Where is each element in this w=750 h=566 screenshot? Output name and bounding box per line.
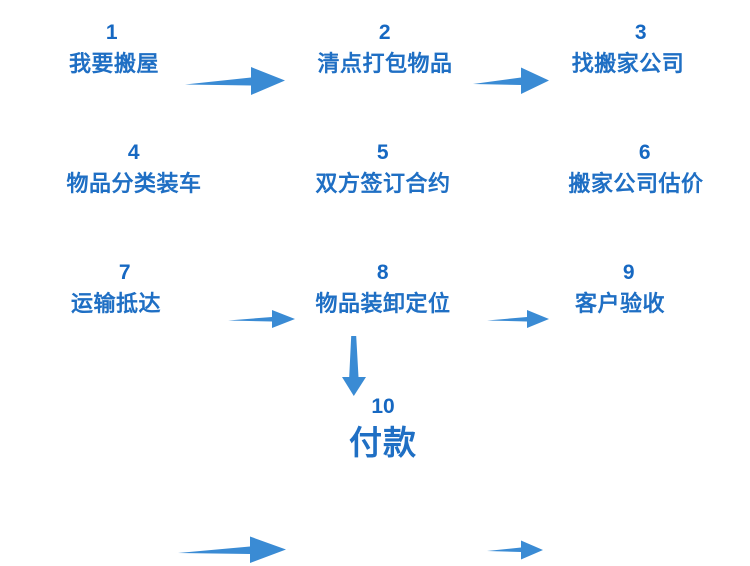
step-4-number: 4: [127, 141, 141, 164]
flow-row-1: 1 我要搬屋 2 清点打包物品 3 找搬家公司: [0, 6, 750, 121]
step-6-number: 6: [638, 141, 652, 164]
flow-step-3[interactable]: 3 找搬家公司: [548, 22, 708, 76]
flow-row-2: 4 物品分类装车 5 双方签订合约 6 搬家公司估价: [0, 126, 750, 328]
step-1-number: 1: [105, 21, 119, 44]
step-2-number: 2: [378, 21, 392, 44]
arrow-step4-to-step5-icon: [228, 307, 295, 331]
flow-step-1[interactable]: 1 我要搬屋: [44, 22, 184, 76]
flow-step-4[interactable]: 4 物品分类装车: [48, 142, 220, 196]
arrow-step2-to-step3-icon: [473, 64, 549, 98]
step-7-label: 运输抵达: [70, 291, 161, 316]
step-10-number: 10: [371, 395, 395, 418]
arrow-step7-to-step8-icon: [178, 534, 286, 566]
step-8-number: 8: [376, 261, 390, 284]
step-4-label: 物品分类装车: [66, 171, 202, 196]
arrow-step8-to-step9-icon: [487, 538, 543, 562]
step-10-label: 付款: [349, 424, 417, 461]
flow-step-9[interactable]: 9 客户验收: [550, 262, 690, 316]
step-3-number: 3: [634, 21, 648, 44]
flow-step-5[interactable]: 5 双方签订合约: [297, 142, 469, 196]
arrow-step1-to-step2-icon: [185, 64, 285, 98]
step-1-label: 我要搬屋: [68, 51, 159, 76]
flow-step-8[interactable]: 8 物品装卸定位: [297, 262, 469, 316]
moving-process-flowchart: 1 我要搬屋 2 清点打包物品 3 找搬家公司 4 物品分类装车: [0, 6, 750, 563]
step-7-number: 7: [118, 261, 132, 284]
flow-row-3: 7 运输抵达 8 物品装卸定位 9 客户验收: [0, 246, 750, 563]
arrow-step5-to-step6-icon: [487, 307, 549, 331]
step-2-label: 清点打包物品: [317, 51, 453, 76]
step-3-label: 找搬家公司: [571, 51, 685, 76]
flow-step-2[interactable]: 2 清点打包物品: [295, 22, 475, 76]
step-6-label: 搬家公司估价: [568, 171, 704, 196]
flow-step-10[interactable]: 10 付款: [297, 396, 469, 461]
flow-step-7[interactable]: 7 运输抵达: [46, 262, 186, 316]
step-8-label: 物品装卸定位: [315, 291, 451, 316]
step-9-label: 客户验收: [574, 291, 665, 316]
flow-step-6[interactable]: 6 搬家公司估价: [550, 142, 722, 196]
step-9-number: 9: [622, 261, 636, 284]
step-5-number: 5: [376, 141, 390, 164]
arrow-step8-to-step10-icon: [340, 336, 368, 396]
step-5-label: 双方签订合约: [315, 171, 451, 196]
